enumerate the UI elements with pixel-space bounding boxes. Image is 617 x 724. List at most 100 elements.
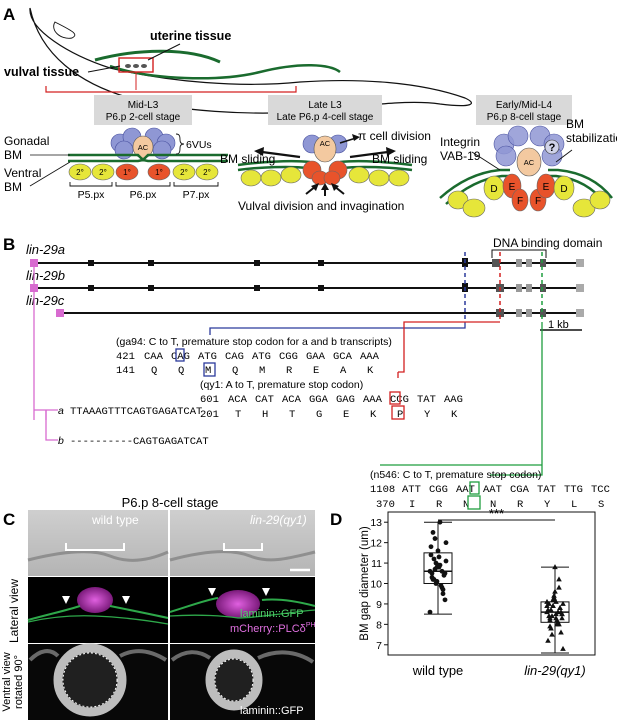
cell-2a: 2° [76, 168, 84, 177]
data-point [431, 556, 437, 562]
stage1-diagram: Mid-L3 P6.p 2-cell stage AC 2° 2° 1° 1° … [68, 95, 228, 201]
n546-codon: CGG [429, 484, 448, 496]
stage3-title2: P6.p 8-cell stage [487, 112, 562, 123]
n546-aa-pos: 370 [376, 499, 395, 511]
qy1-codon: GGA [309, 394, 329, 406]
panel-c-letter: C [3, 510, 15, 529]
y-tick-label: 7 [376, 640, 382, 652]
ga94-aa: M [259, 365, 265, 377]
worm-diagram [29, 7, 472, 114]
n546-codon: TAT [537, 484, 556, 496]
data-point [553, 611, 559, 617]
data-point [427, 609, 433, 615]
ga94-codon: CGG [279, 351, 298, 363]
data-point [558, 629, 564, 635]
data-point [432, 536, 438, 541]
cell-1a: 1° [123, 168, 131, 177]
data-point [552, 564, 558, 570]
ga94-aa: Q [232, 365, 238, 377]
x-category-label: wild type [412, 663, 464, 678]
ga94-aa: E [313, 365, 319, 377]
n546-aa: L [571, 499, 577, 511]
data-point [554, 621, 560, 627]
qy1-aa: T [289, 409, 295, 421]
dbd-label: DNA binding domain [493, 236, 602, 250]
lateral-view-label: Lateral view [7, 579, 21, 643]
cell-e2: E [543, 182, 550, 193]
data-point [437, 519, 443, 525]
data-point [549, 631, 555, 637]
data-point [559, 615, 565, 621]
cell-d2: D [560, 184, 567, 195]
data-point [428, 544, 434, 550]
vab19-label: VAB-19 [440, 149, 481, 163]
panel-d-letter: D [330, 510, 342, 529]
data-point [435, 562, 441, 568]
n546-codon: ATT [402, 484, 421, 496]
n546-aa: N [463, 499, 469, 511]
stage2-title2: Late P6.p 4-cell stage [277, 112, 374, 123]
cell-2b: 2° [99, 168, 107, 177]
data-point [551, 592, 557, 598]
seq-a: TTAAAGTTTCAGTGAGATCAT [70, 406, 202, 418]
cell-e1: E [509, 182, 516, 193]
significance-label: *** [489, 506, 504, 521]
n546-block: (n546: C to T, premature stop codon) 110… [370, 469, 610, 511]
panel-c-title: P6.p 8-cell stage [122, 495, 219, 510]
y-tick-label: 11 [371, 558, 382, 570]
n546-codon: AAT [483, 484, 502, 496]
qy1-aa: K [370, 409, 377, 421]
cell-2c: 2° [180, 168, 188, 177]
data-point [441, 572, 447, 578]
connectors [33, 266, 543, 476]
ga94-aa-pos: 141 [116, 365, 135, 377]
ga94-nt-pos: 421 [116, 351, 135, 363]
qy1-header: (qy1: A to T, premature stop codon) [200, 379, 363, 391]
stage3-diagram: Early/Mid-L4 P6.p 8-cell stage AC ? D E … [439, 95, 613, 218]
p6-label: P6.px [130, 189, 158, 201]
n546-aa: N [490, 499, 496, 511]
vulval-tissue-label: vulval tissue [4, 65, 79, 79]
data-point [428, 552, 434, 558]
isoform-c-label: lin-29c [26, 293, 65, 308]
qy1-codon: AAG [444, 394, 463, 406]
seq-a-label: a [58, 405, 64, 417]
scale-label: 1 kb [548, 319, 569, 331]
y-axis-label: BM gap diameter (um) [359, 526, 371, 641]
data-point [549, 613, 555, 619]
data-point [550, 602, 556, 608]
data-point [560, 645, 566, 651]
qy1-aa: E [343, 409, 349, 421]
data-point [442, 597, 448, 603]
integrin-label: Integrin [440, 135, 480, 149]
data-point [560, 600, 566, 606]
mcherry-label: mCherry::PLCδPH [230, 622, 316, 635]
laminin-gfp-label-2: laminin::GFP [240, 705, 304, 717]
ga94-aa: Q [151, 365, 157, 377]
bm-sliding-left: BM sliding [220, 152, 275, 166]
ga94-block: (ga94: C to T, premature stop codon for … [116, 336, 392, 377]
n546-nt-pos: 1108 [370, 484, 395, 496]
data-point [556, 576, 562, 582]
gonadal-label: Gonadal [4, 134, 49, 148]
qy1-aa-pos: 201 [200, 409, 219, 421]
qy1-aa: H [262, 409, 268, 421]
data-point [443, 540, 449, 546]
data-point [557, 605, 563, 611]
qy1-codon: ACA [228, 394, 248, 406]
ga94-aa: K [367, 365, 374, 377]
y-tick-label: 8 [376, 619, 382, 631]
data-point [440, 587, 446, 593]
n546-header: (n546: C to T, premature stop codon) [370, 469, 541, 481]
question-mark: ? [549, 142, 556, 154]
data-point [429, 570, 435, 576]
data-point [552, 588, 558, 594]
qy1-codon: CAT [255, 394, 274, 406]
data-point [435, 548, 441, 554]
stage2-title1: Late L3 [308, 100, 342, 111]
plot-frame [387, 511, 596, 656]
ga94-codon: CAA [144, 351, 164, 363]
qy1-aa: Y [424, 409, 431, 421]
ga94-codon: ATG [198, 351, 217, 363]
